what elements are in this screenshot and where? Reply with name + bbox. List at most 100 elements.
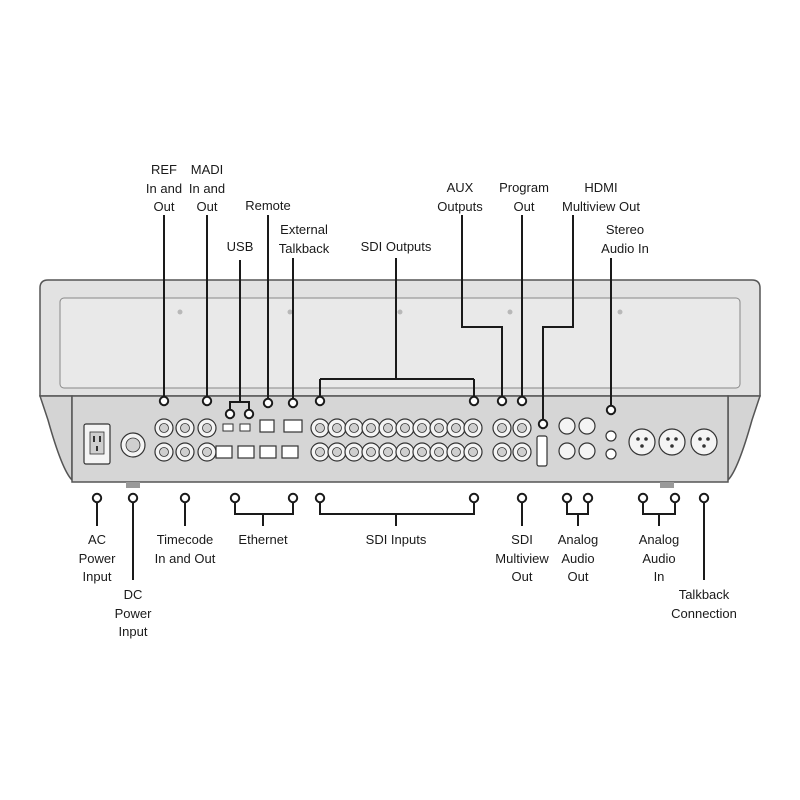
- leader-line: [229, 260, 241, 411]
- bnc-connector: [512, 418, 532, 438]
- label-sdi-inputs: SDI Inputs: [365, 532, 427, 547]
- label-ethernet: Ethernet: [238, 532, 288, 547]
- side-wing-right: [727, 395, 762, 482]
- bnc-connector: [197, 418, 217, 438]
- ethernet-port: [215, 445, 233, 459]
- leader-line: [319, 500, 475, 515]
- leader-dot: [243, 408, 255, 420]
- leader-dot: [91, 492, 103, 504]
- xlr-connector: [628, 428, 656, 456]
- leader-dot: [582, 492, 594, 504]
- leader-lines: [96, 215, 705, 580]
- bnc-connector: [344, 418, 364, 438]
- leader-dot: [516, 492, 528, 504]
- switcher-rear-panel: [38, 279, 762, 488]
- bnc-connector: [310, 418, 330, 438]
- bnc-connector: [344, 442, 364, 462]
- bnc-connector: [429, 418, 449, 438]
- label-sdi-outputs: SDI Outputs: [360, 239, 432, 254]
- leader-dot: [468, 492, 480, 504]
- leader-dot: [669, 492, 681, 504]
- bnc-connector: [327, 442, 347, 462]
- analog-audio-out-ports: [558, 417, 596, 460]
- leader-dot: [561, 492, 573, 504]
- bnc-connector: [395, 442, 415, 462]
- console-screws: [177, 309, 623, 315]
- bnc-connector: [154, 442, 174, 462]
- leader-line: [642, 500, 676, 515]
- bnc-connector: [492, 418, 512, 438]
- ethernet-port: [237, 445, 255, 459]
- leader-dot: [229, 492, 241, 504]
- leader-dot: [537, 418, 549, 430]
- leader-dot: [605, 404, 617, 416]
- leader-dot: [314, 492, 326, 504]
- dc-power-connector: [120, 432, 146, 458]
- leader-dot: [262, 397, 274, 409]
- foot-left: [126, 482, 140, 488]
- remote-port: [259, 419, 275, 433]
- bnc-connector: [154, 418, 174, 438]
- ethernet-port: [281, 445, 299, 459]
- label-remote: Remote: [245, 198, 291, 213]
- leader-dot: [287, 492, 299, 504]
- external-talkback-port: [283, 419, 303, 433]
- leader-dot: [179, 492, 191, 504]
- leader-dot: [201, 395, 213, 407]
- leader-line: [461, 215, 503, 397]
- leader-dot: [468, 395, 480, 407]
- leader-dot: [314, 395, 326, 407]
- leader-dot: [158, 395, 170, 407]
- bnc-connector: [412, 418, 432, 438]
- leader-dot: [637, 492, 649, 504]
- leader-dot: [224, 408, 236, 420]
- leader-dot: [127, 492, 139, 504]
- usb-ports: [222, 423, 251, 432]
- bnc-connector: [395, 418, 415, 438]
- bnc-connector: [446, 442, 466, 462]
- bnc-connector: [463, 418, 483, 438]
- side-wing-left: [38, 395, 73, 482]
- leader-dot: [516, 395, 528, 407]
- bnc-row-bottom: [154, 442, 532, 462]
- bnc-connector: [512, 442, 532, 462]
- bnc-connector: [327, 418, 347, 438]
- stereo-audio-in-jacks: [605, 430, 617, 460]
- bnc-connector: [492, 442, 512, 462]
- ethernet-port: [259, 445, 277, 459]
- xlr-ports: [628, 428, 718, 456]
- bnc-connector: [175, 442, 195, 462]
- leader-dot: [287, 397, 299, 409]
- bnc-connector: [378, 442, 398, 462]
- leader-dots: [91, 395, 710, 504]
- foot-right: [660, 482, 674, 488]
- bnc-connector: [361, 442, 381, 462]
- hdmi-port: [536, 435, 548, 467]
- xlr-connector: [690, 428, 718, 456]
- rear-panel: [71, 395, 729, 483]
- bnc-connector: [361, 418, 381, 438]
- bnc-connector: [412, 442, 432, 462]
- bnc-connector: [197, 442, 217, 462]
- bnc-connector: [378, 418, 398, 438]
- ac-power-connector: [83, 423, 111, 465]
- xlr-connector: [658, 428, 686, 456]
- bnc-connector: [310, 442, 330, 462]
- bnc-connector: [429, 442, 449, 462]
- leader-line: [542, 215, 574, 422]
